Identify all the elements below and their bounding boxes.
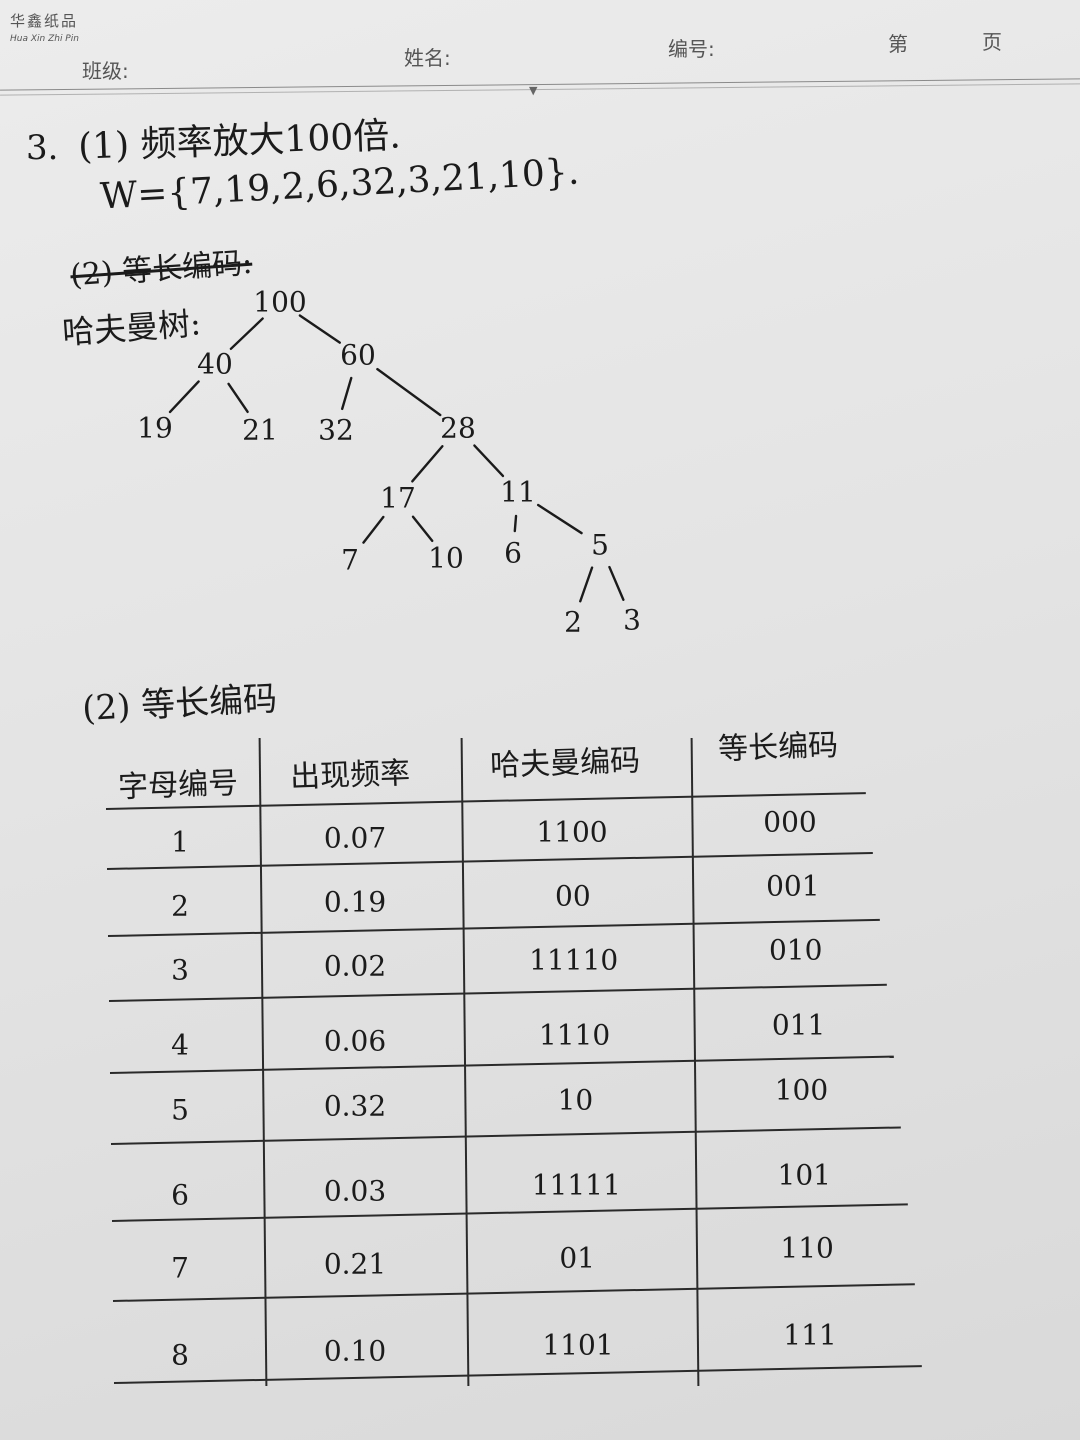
tree-edge-n60-n28 xyxy=(376,367,442,417)
table-cell: 0.06 xyxy=(323,1024,387,1058)
tree-node-7: 7 xyxy=(341,543,359,577)
class-label: 班级: xyxy=(82,59,129,83)
tree-node-5: 5 xyxy=(591,528,609,562)
table-cell: 1100 xyxy=(536,815,608,849)
table-cell: 110 xyxy=(780,1231,834,1265)
tree-node-28: 28 xyxy=(440,411,476,445)
table-cell: 10 xyxy=(557,1083,594,1117)
table-cell: 2 xyxy=(171,889,189,923)
table-cell: 001 xyxy=(766,869,820,903)
tree-edge-n5-n2 xyxy=(579,566,594,603)
table-cell: 111 xyxy=(783,1318,837,1352)
table-header-3: 哈夫曼编码 xyxy=(489,743,641,784)
tree-edge-n11-n6 xyxy=(513,514,518,533)
fold-marker: ▼ xyxy=(529,84,538,97)
question-number: 3. xyxy=(26,128,59,168)
page-prefix: 第 xyxy=(888,32,908,56)
tree-node-2: 2 xyxy=(564,605,582,639)
tree-node-32: 32 xyxy=(318,413,354,447)
tree-node-21: 21 xyxy=(242,413,278,447)
tree-node-11: 11 xyxy=(500,475,536,509)
brand-pinyin: Hua Xin Zhi Pin xyxy=(10,34,79,44)
part2-heading: (2) 等长编码 xyxy=(81,678,279,730)
tree-node-3: 3 xyxy=(623,603,641,637)
table-cell: 0.10 xyxy=(323,1334,387,1368)
tree-node-17: 17 xyxy=(380,481,416,515)
table-cell: 011 xyxy=(771,1008,826,1042)
table-header-1: 字母编号 xyxy=(117,765,239,806)
table-header-2: 出现频率 xyxy=(289,755,411,796)
tree-edge-n28-n17 xyxy=(411,445,444,483)
tree-node-40: 40 xyxy=(197,347,233,381)
tree-edge-n17-n7 xyxy=(362,515,385,544)
tree-node-10: 10 xyxy=(428,541,464,575)
tree-edge-n5-n3 xyxy=(608,565,625,601)
table-cell: 0.03 xyxy=(323,1174,387,1208)
table-cell: 6 xyxy=(171,1178,189,1212)
table-cell: 8 xyxy=(171,1338,189,1372)
table-cell: 010 xyxy=(768,933,823,967)
tree-edge-n28-n11 xyxy=(473,444,505,478)
table-cell: 0.19 xyxy=(323,885,387,919)
table-cell: 100 xyxy=(774,1073,829,1107)
table-cell: 7 xyxy=(171,1251,189,1285)
tree-edge-n100-n60 xyxy=(298,314,342,344)
table-cell: 11110 xyxy=(529,943,619,977)
table-cell: 00 xyxy=(555,879,591,913)
table-cell: 0.07 xyxy=(323,821,387,855)
table-cell: 4 xyxy=(171,1028,189,1062)
table-cell: 101 xyxy=(777,1158,832,1192)
tree-node-100: 100 xyxy=(253,285,307,319)
brand-logo: 华鑫纸品 Hua Xin Zhi Pin xyxy=(10,12,79,48)
tree-edge-n17-n10 xyxy=(411,515,434,543)
table-cell: 000 xyxy=(763,805,817,839)
table-cell: 1 xyxy=(171,825,189,859)
table-cell: 0.02 xyxy=(323,949,387,983)
tree-edge-n40-n19 xyxy=(168,380,200,414)
tree-edge-n100-n40 xyxy=(229,317,264,351)
tree-node-60: 60 xyxy=(340,338,376,372)
table-cell: 0.21 xyxy=(323,1247,387,1281)
table-cell: 11111 xyxy=(531,1168,621,1202)
table-cell: 1101 xyxy=(542,1328,614,1362)
number-label: 编号: xyxy=(668,37,715,61)
name-label: 姓名: xyxy=(404,46,451,70)
table-header-4: 等长编码 xyxy=(717,727,839,768)
tree-node-6: 6 xyxy=(504,536,522,570)
table-cell: 1110 xyxy=(538,1018,611,1052)
tree-node-19: 19 xyxy=(137,411,173,445)
tree-edge-n40-n21 xyxy=(227,382,249,414)
table-cell: 01 xyxy=(559,1241,595,1275)
table-cell: 0.32 xyxy=(323,1089,387,1123)
brand-name: 华鑫纸品 xyxy=(10,12,79,30)
tree-edge-n60-n32 xyxy=(340,376,353,411)
table-cell: 3 xyxy=(171,953,189,987)
page-suffix: 页 xyxy=(982,30,1002,54)
tree-edge-n11-n5 xyxy=(536,503,583,535)
table-cell: 5 xyxy=(171,1093,189,1127)
